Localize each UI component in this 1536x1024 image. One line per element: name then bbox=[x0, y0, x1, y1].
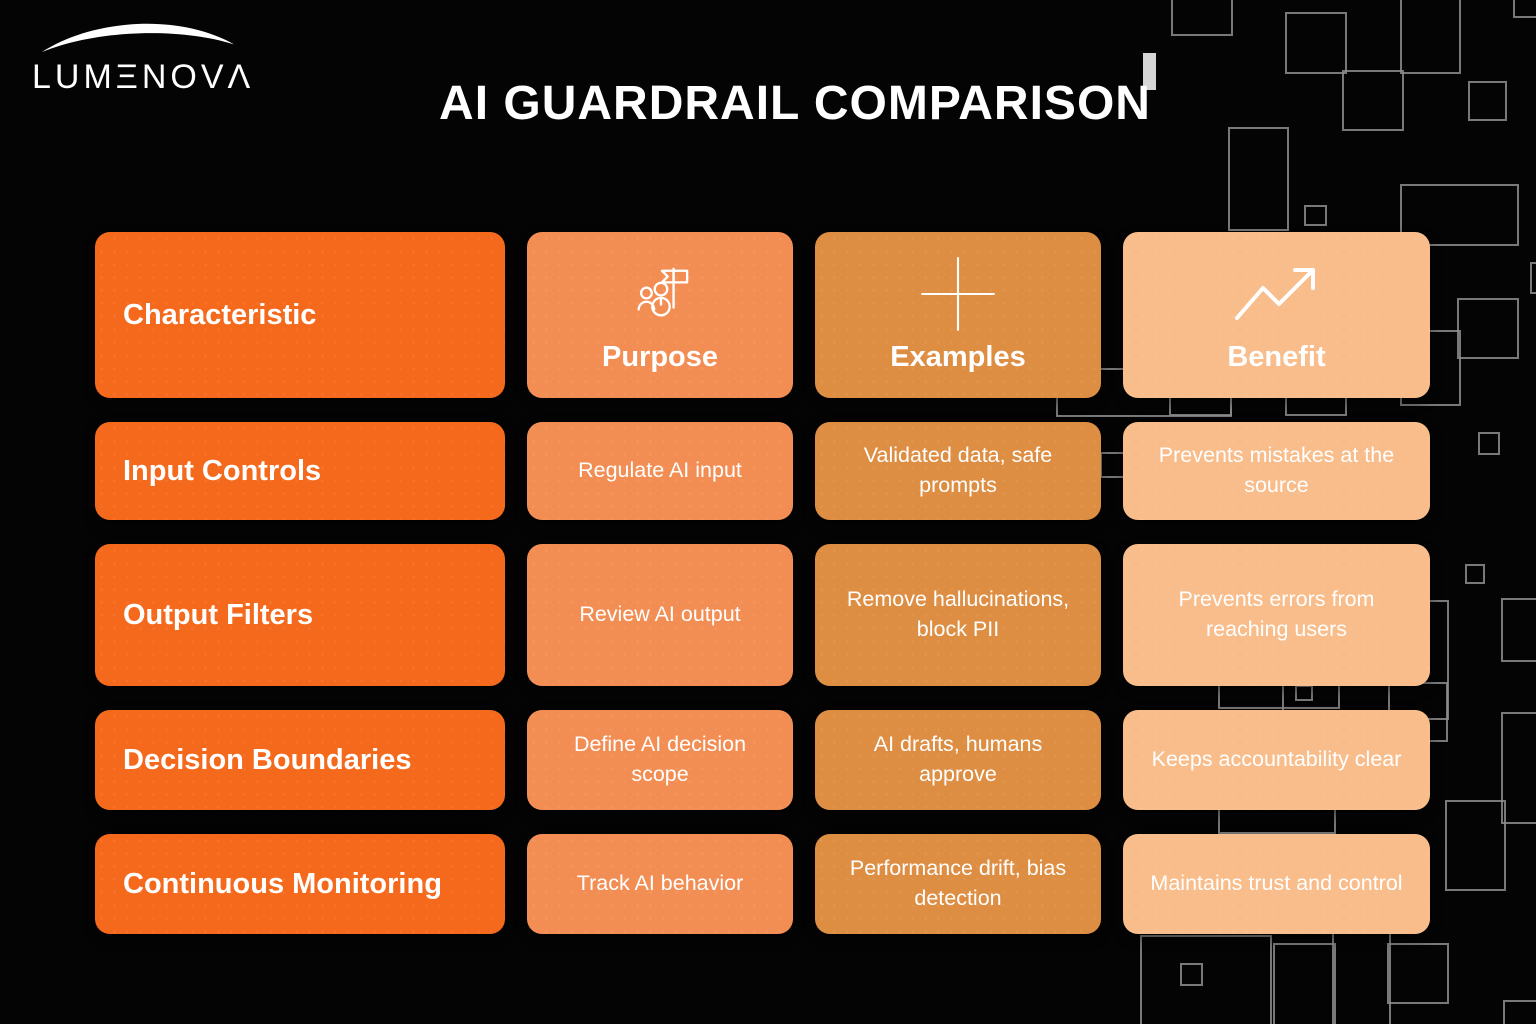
table-cell: Regulate AI input bbox=[527, 422, 793, 520]
cell-text: AI drafts, humans approve bbox=[873, 732, 1043, 786]
row-label-text: Decision Boundaries bbox=[123, 743, 412, 776]
column-header-label: Characteristic bbox=[123, 298, 317, 331]
header-cell-examples: Examples bbox=[815, 232, 1101, 398]
cell-text: Remove hallucinations, block PII bbox=[846, 587, 1070, 641]
table-cell: AI drafts, humans approve bbox=[815, 710, 1101, 810]
row-label-text: Input Controls bbox=[123, 454, 322, 487]
decor-rect bbox=[1228, 127, 1289, 231]
decor-rect bbox=[1400, 184, 1519, 246]
lumenova-logo: LUMΞNOVΛ bbox=[32, 14, 262, 97]
header-cell-purpose: Purpose bbox=[527, 232, 793, 398]
decor-rect bbox=[1445, 800, 1506, 891]
table-cell: Performance drift, bias detection bbox=[815, 834, 1101, 934]
decor-rect bbox=[1332, 932, 1391, 1024]
logo-arc-icon bbox=[41, 23, 235, 53]
decor-rect bbox=[1503, 1000, 1536, 1024]
decor-rect bbox=[1400, 0, 1461, 74]
table-cell: Maintains trust and control bbox=[1123, 834, 1430, 934]
team-flag-icon bbox=[629, 258, 691, 330]
cell-text: Maintains trust and control bbox=[1150, 871, 1403, 896]
cell-text: Define AI decision scope bbox=[573, 732, 747, 786]
decor-rect bbox=[1171, 0, 1233, 36]
table-cell: Track AI behavior bbox=[527, 834, 793, 934]
decor-rect bbox=[1468, 81, 1507, 121]
column-header-label: Benefit bbox=[1227, 341, 1326, 373]
trend-up-icon bbox=[1233, 258, 1321, 330]
decor-fill-rect bbox=[1143, 53, 1156, 90]
row-label-continuous-monitoring: Continuous Monitoring bbox=[95, 834, 505, 934]
header-cell-benefit: Benefit bbox=[1123, 232, 1430, 398]
row-label-text: Continuous Monitoring bbox=[123, 867, 442, 900]
decor-rect bbox=[1387, 943, 1449, 1004]
cell-text: Regulate AI input bbox=[578, 458, 742, 483]
decor-rect bbox=[1273, 943, 1336, 1024]
decor-rect bbox=[1342, 70, 1404, 131]
cell-text: Track AI behavior bbox=[576, 871, 744, 896]
cell-text: Prevents errors from reaching users bbox=[1178, 587, 1375, 641]
comparison-table: Characteristic Purpose bbox=[95, 232, 1430, 934]
logo-wordmark: LUMΞNOVΛ bbox=[32, 58, 255, 96]
header-cell-characteristic: Characteristic bbox=[95, 232, 505, 398]
decor-rect bbox=[1513, 0, 1536, 18]
column-header-label: Purpose bbox=[601, 341, 719, 373]
decor-rect bbox=[1501, 712, 1536, 824]
plus-icon bbox=[920, 257, 996, 331]
decor-rect bbox=[1478, 432, 1500, 455]
decor-rect bbox=[1304, 205, 1327, 226]
cell-text: Validated data, safe prompts bbox=[863, 443, 1053, 497]
row-label-input-controls: Input Controls bbox=[95, 422, 505, 520]
decor-rect bbox=[1501, 598, 1536, 662]
table-cell: Validated data, safe prompts bbox=[815, 422, 1101, 520]
column-header-label: Examples bbox=[890, 341, 1026, 373]
decor-rect bbox=[1457, 298, 1519, 359]
decor-rect bbox=[1295, 685, 1313, 701]
table-cell: Remove hallucinations, block PII bbox=[815, 544, 1101, 686]
table-cell: Define AI decision scope bbox=[527, 710, 793, 810]
row-label-output-filters: Output Filters bbox=[95, 544, 505, 686]
table-cell: Keeps accountability clear bbox=[1123, 710, 1430, 810]
cell-text: Keeps accountability clear bbox=[1151, 747, 1402, 772]
cell-text: Performance drift, bias detection bbox=[849, 856, 1067, 910]
table-cell: Prevents mistakes at the source bbox=[1123, 422, 1430, 520]
cell-text: Prevents mistakes at the source bbox=[1158, 443, 1395, 497]
decor-rect bbox=[1285, 12, 1347, 74]
page-title: AI GUARDRAIL COMPARISON bbox=[439, 77, 1151, 131]
decor-rect bbox=[1465, 564, 1485, 584]
decor-rect bbox=[1140, 935, 1272, 1024]
row-label-decision-boundaries: Decision Boundaries bbox=[95, 710, 505, 810]
cell-text: Review AI output bbox=[579, 602, 741, 627]
table-cell: Review AI output bbox=[527, 544, 793, 686]
decor-rect bbox=[1180, 963, 1203, 986]
decor-rect bbox=[1530, 262, 1536, 294]
row-label-text: Output Filters bbox=[123, 598, 314, 631]
table-cell: Prevents errors from reaching users bbox=[1123, 544, 1430, 686]
